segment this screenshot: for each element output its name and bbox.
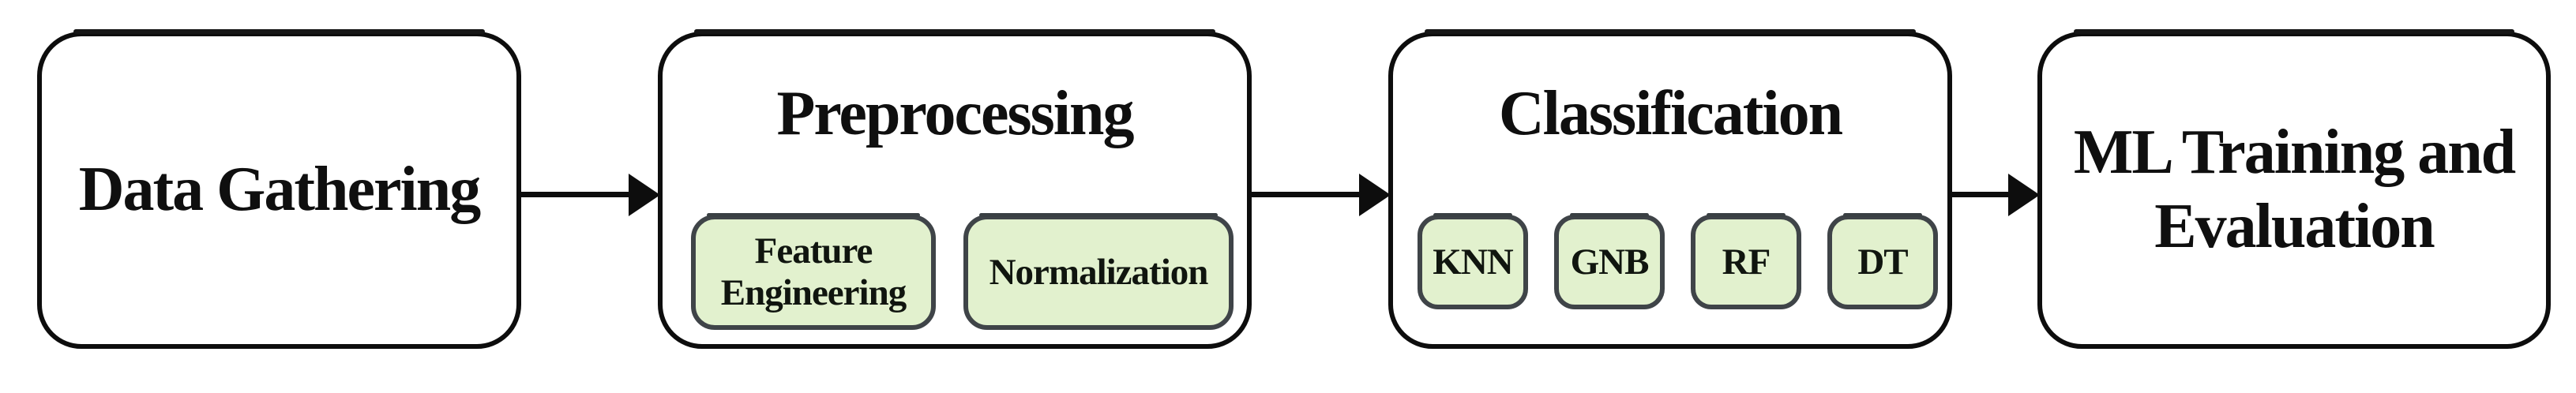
subnode-rf: RF [1691,213,1801,309]
subnode-dt: DT [1827,213,1938,309]
subnode-dt-label: DT [1857,241,1908,283]
subnode-rf-label: RF [1722,241,1771,283]
flow-arrow-2 [1250,174,1391,216]
node-ml-training-evaluation-label: ML Training and Evaluation [2073,118,2516,261]
arrow-head-icon [1359,174,1391,216]
node-data-gathering: Data Gathering [37,29,521,349]
flow-arrow-3 [1951,174,2040,216]
node-preprocessing-title: Preprocessing [776,79,1135,148]
subnode-gnb: GNB [1554,213,1665,309]
subnode-knn: KNN [1418,213,1528,309]
node-classification: Classification KNN GNB RF DT [1388,29,1952,349]
arrow-stem [1951,192,2015,197]
subnode-feature-engineering-label: Feature Engineering [720,230,907,313]
node-data-gathering-label: Data Gathering [78,155,482,225]
arrow-stem [516,192,635,197]
subnode-knn-label: KNN [1433,241,1513,283]
arrow-head-icon [629,174,660,216]
node-preprocessing: Preprocessing Feature Engineering Normal… [658,29,1252,349]
subnode-gnb-label: GNB [1570,241,1650,283]
subnode-feature-engineering: Feature Engineering [691,213,936,330]
arrow-head-icon [2008,174,2040,216]
arrow-stem [1250,192,1365,197]
node-classification-title: Classification [1498,79,1843,148]
subnode-normalization: Normalization [963,213,1234,330]
flow-arrow-1 [516,174,660,216]
node-ml-training-evaluation: ML Training and Evaluation [2037,29,2551,349]
subnode-normalization-label: Normalization [989,251,1209,293]
